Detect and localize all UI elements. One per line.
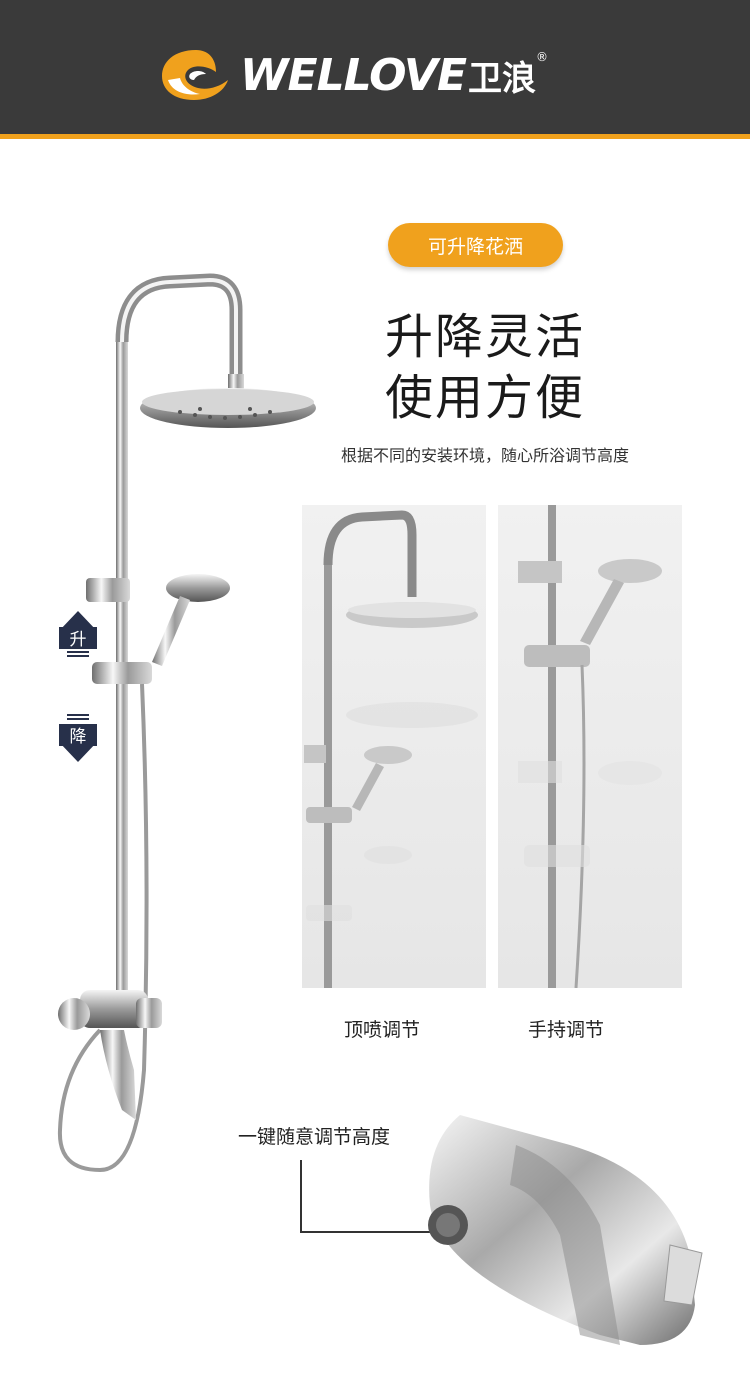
arrow-down-icon: 降 — [59, 714, 97, 762]
headline-line-1: 升降灵活 — [384, 309, 585, 365]
detail-label: 一键随意调节高度 — [238, 1126, 391, 1148]
brand-logo: WELLOVE 卫浪 ® — [160, 44, 548, 106]
photo-handheld-adjust — [498, 505, 682, 988]
photo-top-spray-adjust — [302, 505, 486, 988]
header-accent-line — [0, 134, 750, 139]
brand-name-latin: WELLOVE — [240, 49, 467, 101]
slider-bracket-closeup-image — [428, 1115, 703, 1345]
headline-line-2: 使用方便 — [384, 370, 585, 426]
callout-line-vertical — [300, 1160, 302, 1232]
arrow-up-icon: 升 — [59, 611, 97, 657]
shower-system-image — [57, 273, 316, 1173]
swirl-logo-icon — [162, 50, 228, 100]
registered-mark: ® — [536, 50, 549, 64]
brand-name-chinese: 卫浪 — [468, 58, 537, 99]
callout-line-horizontal — [300, 1231, 430, 1233]
caption-handheld: 手持调节 — [527, 1019, 604, 1041]
arrow-down-label: 降 — [70, 727, 87, 747]
feature-tag: 可升降花洒 — [388, 223, 563, 267]
brand-header: WELLOVE 卫浪 ® — [0, 0, 750, 134]
feature-description: 根据不同的安装环境，随心所浴调节高度 — [340, 446, 629, 465]
caption-top-spray: 顶喷调节 — [343, 1019, 420, 1041]
arrow-up-label: 升 — [70, 630, 87, 650]
